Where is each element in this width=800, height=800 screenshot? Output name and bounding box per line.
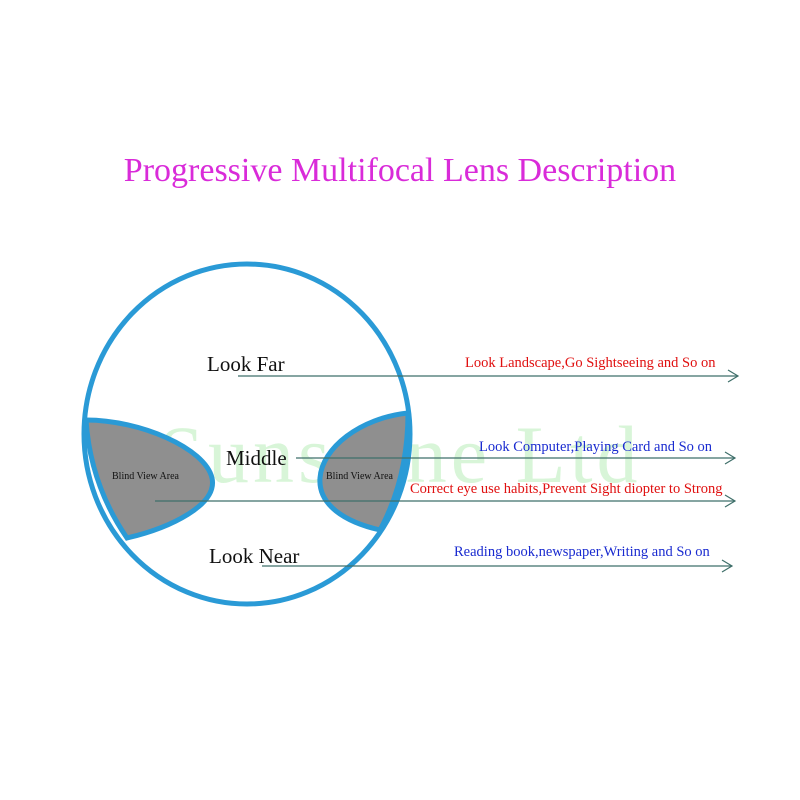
arrow-far [238, 369, 740, 383]
desc-near: Reading book,newspaper,Writing and So on [454, 544, 710, 560]
desc-middle: Look Computer,Playing Card and So on [479, 439, 713, 455]
arrow-near [262, 559, 734, 573]
blind-area-left [83, 417, 215, 541]
zone-label-near: Look Near [209, 544, 300, 568]
blind-label-right: Blind View Area [326, 471, 393, 482]
zone-label-far: Look Far [207, 352, 285, 376]
arrow-habits [155, 494, 737, 508]
blind-label-left: Blind View Area [112, 471, 179, 482]
desc-far: Look Landscape,Go Sightseeing and So on [465, 355, 716, 371]
lens-outline [81, 261, 413, 607]
zone-label-middle: Middle [226, 446, 287, 470]
page-title: Progressive Multifocal Lens Description [123, 152, 677, 189]
arrow-middle [296, 451, 737, 465]
desc-habits: Correct eye use habits,Prevent Sight dio… [410, 481, 723, 497]
